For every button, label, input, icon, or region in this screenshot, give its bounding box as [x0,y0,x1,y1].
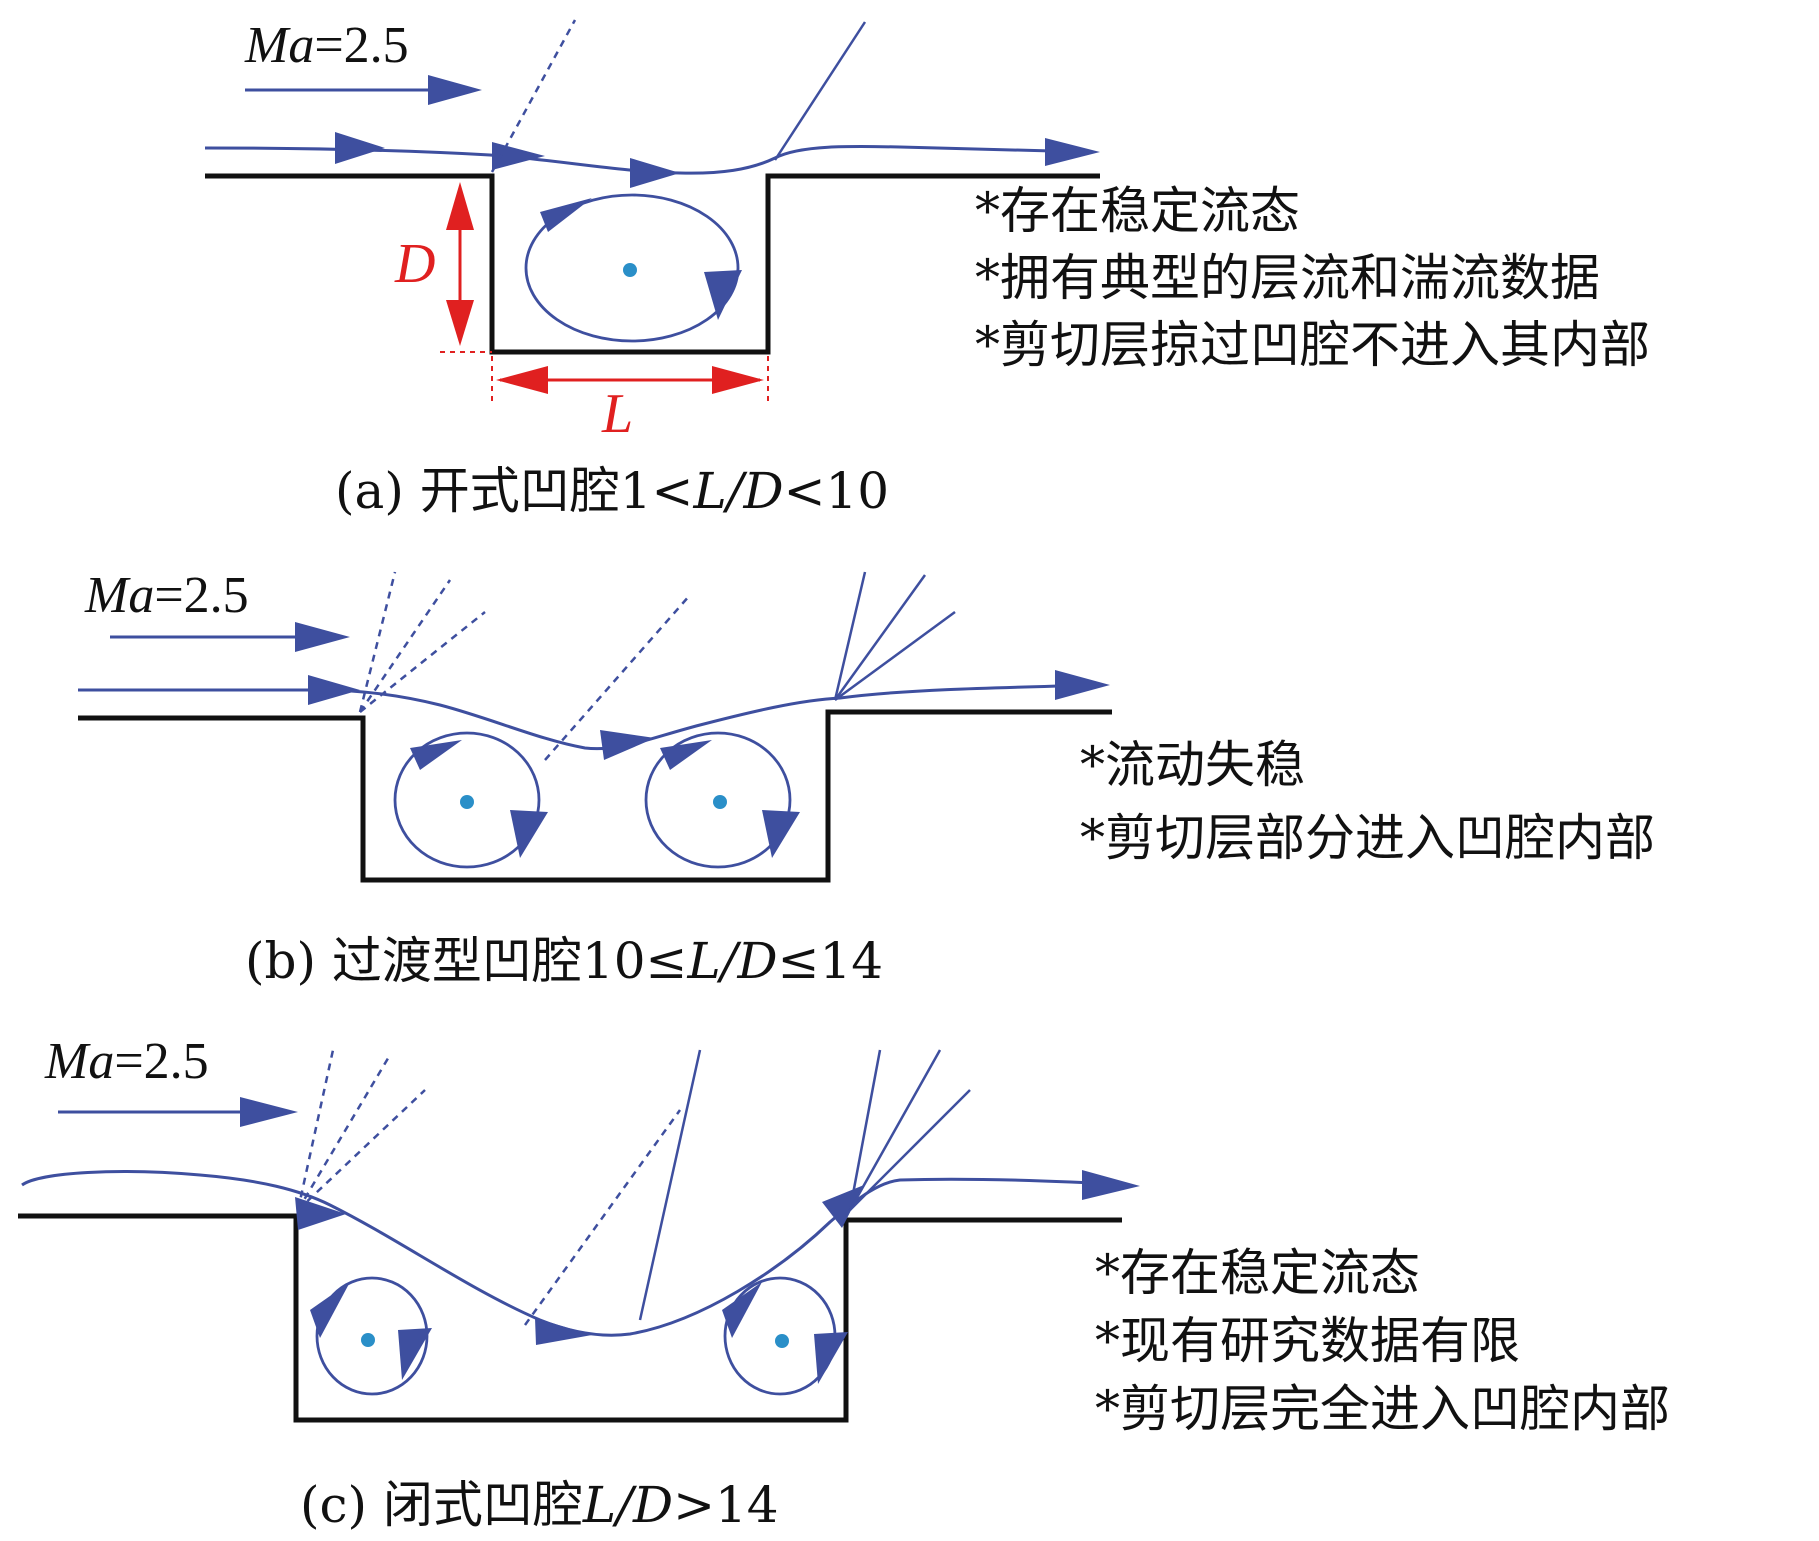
vortex-center-a [623,263,637,277]
vortex-arrowhead-c1a [310,1282,350,1338]
note-a-3: *剪切层掠过凹腔不进入其内部 [975,316,1650,374]
vortex-arrowhead-b1b [510,810,548,858]
vortex-arrowhead-c2b [814,1332,848,1384]
cavity-wall-a [205,173,1100,355]
mach-label-c: Ma=2.5 [44,1033,209,1090]
note-a-1: *存在稳定流态 [975,182,1300,240]
streamline-arrowhead-a4 [1045,138,1100,166]
caption-b: (b) 过渡型凹腔10≤L/D≤14 [245,932,883,990]
mach-label-a: Ma=2.5 [244,17,409,74]
freestream-arrowhead-b [295,622,350,652]
vortex-center-b1 [460,795,474,809]
vortex-center-c2 [775,1334,789,1348]
streamline-arrowhead-c4 [1082,1170,1140,1200]
recompression-shock-b3 [834,610,956,702]
vortex-a [524,193,740,343]
note-b-2: *剪切层部分进入凹腔内部 [1080,809,1655,867]
vortex-center-c1 [361,1333,375,1347]
streamline-arrowhead-a3 [630,158,680,188]
depth-arrowhead-top [446,182,474,230]
cavity-wall-c [18,1213,1122,1423]
recompression-shock-b2 [833,574,927,701]
note-b-1: *流动失稳 [1080,736,1305,794]
recompression-shock-b1 [833,571,867,701]
mid-wave-c [523,1109,682,1326]
panel-c: Ma=2.5 *存在稳定流态 *现有研究数据有限 *剪切层完全进入凹腔内部 [18,1033,1670,1534]
caption-a: (a) 开式凹腔1<L/D<10 [335,462,889,520]
streamline-arrowhead-b1 [308,675,360,705]
vortex-b2 [644,731,792,869]
expansion-wave-b2 [358,579,452,713]
freestream-arrowhead-a [428,75,482,105]
expansion-wave-b3 [359,611,486,713]
note-c-2: *现有研究数据有限 [1095,1312,1520,1370]
freestream-arrowhead-c [240,1097,298,1127]
recompression-shock-a [773,21,867,161]
streamline-arrowhead-b3 [1055,670,1110,700]
expansion-wave-c2 [296,1054,392,1211]
vortex-center-b2 [713,795,727,809]
vortex-b1 [393,731,541,869]
length-label: L [601,383,633,445]
mach-label-b: Ma=2.5 [84,567,249,624]
recompression-shock-c1 [848,1049,882,1211]
caption-c: (c) 闭式凹腔L/D>14 [300,1476,779,1534]
vortex-arrowhead-c1b [398,1328,432,1380]
expansion-wave-c3 [297,1089,426,1211]
panel-a: Ma=2.5 D L *存在稳定流态 *拥有典型的层流 [204,17,1650,520]
note-c-1: *存在稳定流态 [1095,1244,1420,1302]
expansion-wave-a [490,19,577,173]
depth-label: D [394,233,435,295]
recompression-shock-c2 [848,1049,942,1211]
streamline-arrowhead-b2 [600,730,655,760]
recompression-shock-c3 [849,1089,971,1211]
streamline-arrowhead-c2 [535,1318,592,1345]
cavity-wall-b [78,709,1112,883]
depth-arrowhead-bottom [446,300,474,346]
expansion-wave-b1 [358,571,397,713]
vortex-arrowhead-a2 [704,270,742,320]
impingement-shock-c [638,1049,702,1321]
streamline-arrowhead-a1 [335,132,385,164]
vortex-arrowhead-b2a [660,740,712,770]
vortex-arrowhead-c2a [722,1282,762,1338]
length-arrowhead-right [712,366,764,394]
panel-b: Ma=2.5 *流动失稳 *剪切层部分进入凹腔内部 (b) 过渡型凹腔10≤L/… [78,567,1655,990]
mid-wave-b [544,594,691,761]
shear-layer-c [21,1170,1131,1337]
vortex-arrowhead-a1 [540,198,592,232]
note-a-2: *拥有典型的层流和湍流数据 [975,249,1600,307]
vortex-arrowhead-b1a [410,740,462,770]
note-c-3: *剪切层完全进入凹腔内部 [1095,1380,1670,1438]
length-arrowhead-left [496,366,548,394]
expansion-wave-c1 [296,1049,335,1211]
streamline-arrowhead-c1 [295,1197,346,1230]
vortex-arrowhead-b2b [762,810,800,858]
